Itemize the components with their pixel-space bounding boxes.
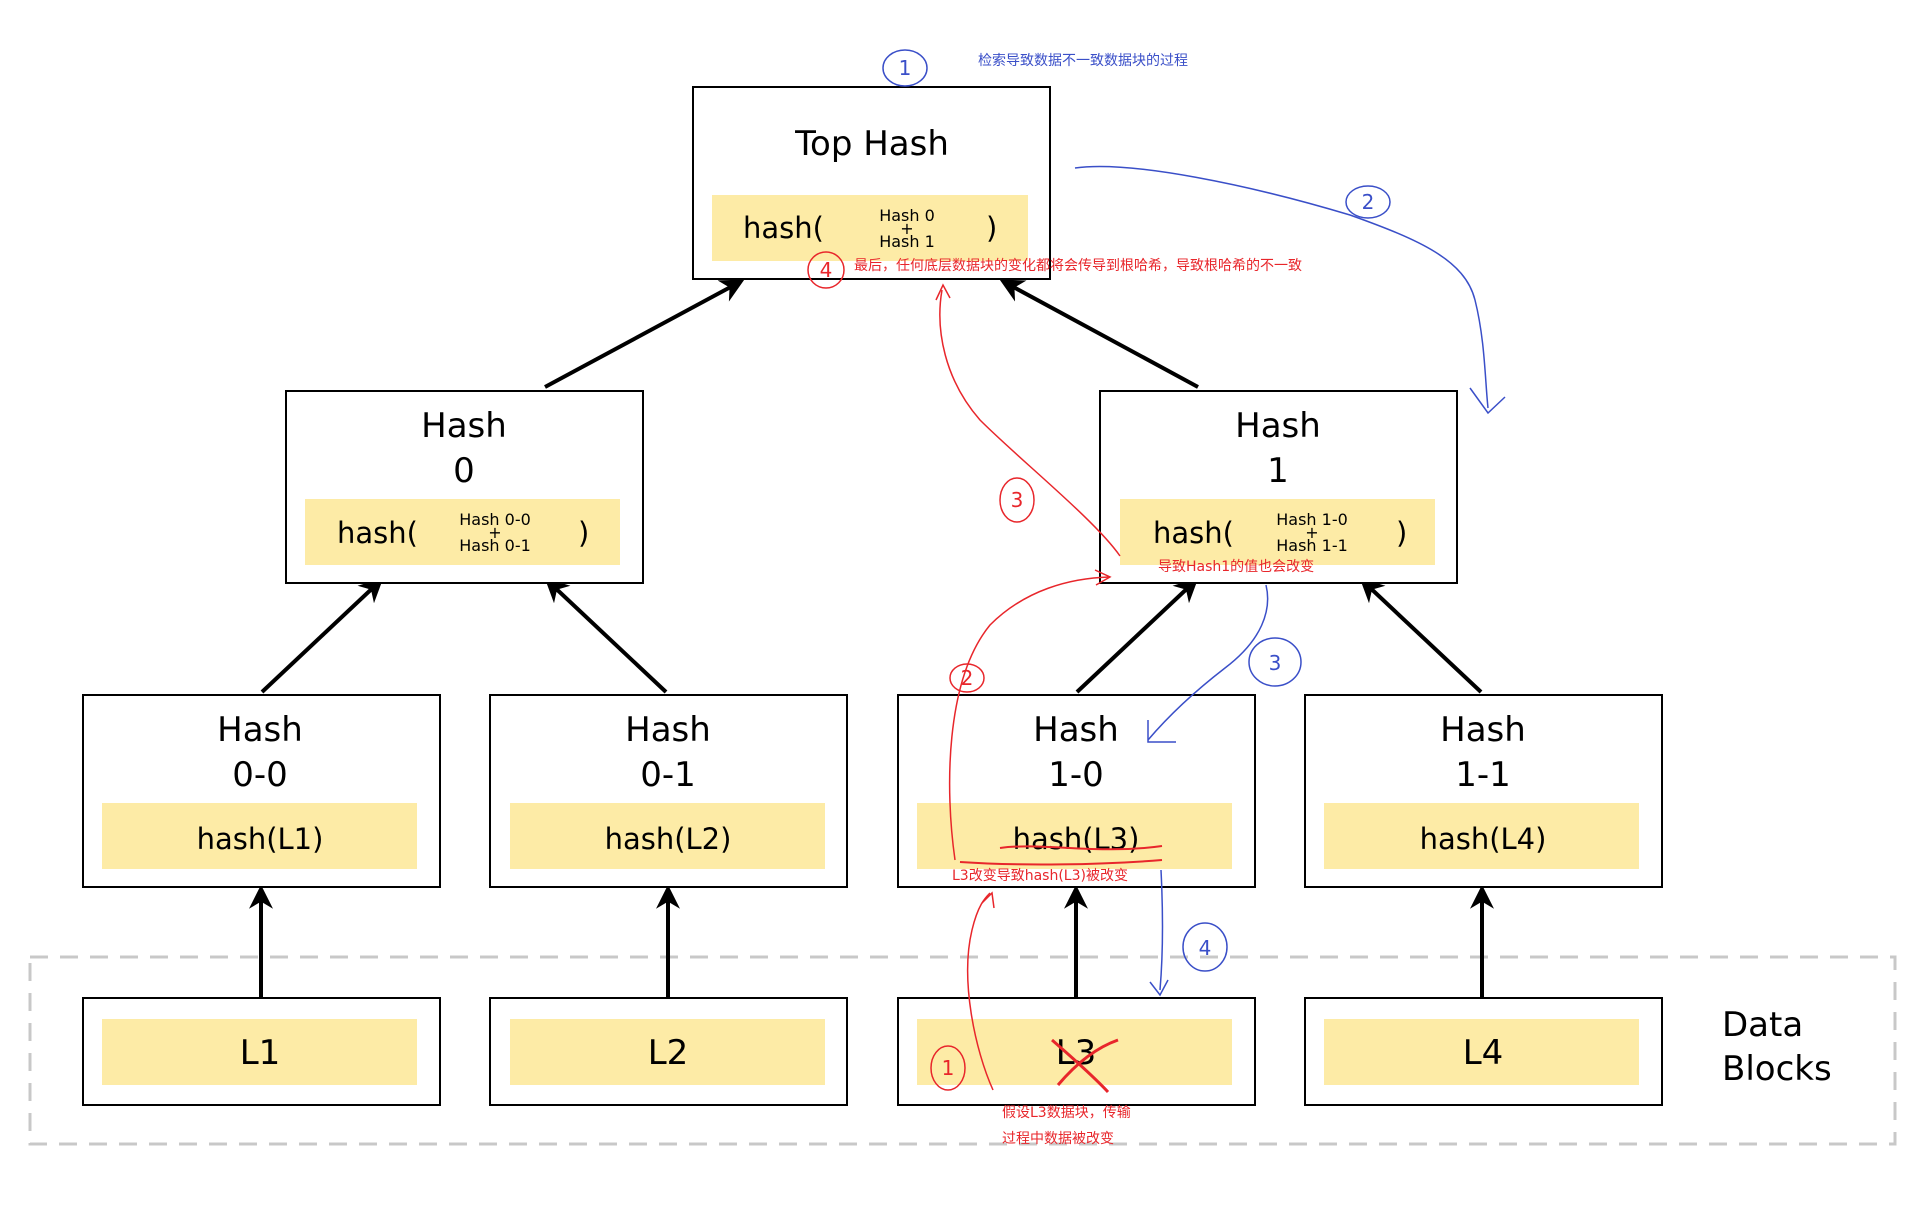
node-h0-plus: + xyxy=(488,523,501,542)
leaf-l4-label: L4 xyxy=(1463,1033,1504,1073)
svg-text:1: 1 xyxy=(942,1056,955,1080)
leaf-l1: L1 xyxy=(82,997,441,1106)
node-h00-hash-box xyxy=(102,803,417,869)
tree-edges xyxy=(249,279,1494,997)
red-annotation-final: 最后，任何底层数据块的变化都将会传导到根哈希，导致根哈希的不一致 xyxy=(854,258,1302,274)
node-h1-hash-close: ) xyxy=(1396,516,1407,550)
leaf-l2: L2 xyxy=(489,997,848,1106)
node-h0-line2: Hash 0-1 xyxy=(459,536,531,555)
svg-text:1: 1 xyxy=(899,56,912,80)
node-h00-title2: 0-0 xyxy=(232,755,288,795)
red-marker-3: 3 xyxy=(999,477,1035,523)
svg-text:3: 3 xyxy=(1269,651,1282,675)
node-h11-title2: 1-1 xyxy=(1455,755,1511,795)
node-h1-line1: Hash 1-0 xyxy=(1276,510,1348,529)
node-top-line2: Hash 1 xyxy=(879,232,935,251)
red-marker-4: 4 xyxy=(807,251,845,289)
blue-retrieval-path xyxy=(1074,165,1506,997)
blue-annotation-title: 检索导致数据不一致数据块的过程 xyxy=(978,52,1188,69)
node-hash-0-0: Hash 0-0 hash(L1) xyxy=(82,694,441,888)
leaf-l4: L4 xyxy=(1304,997,1663,1106)
node-h01-hash: hash(L2) xyxy=(605,822,732,856)
svg-text:2: 2 xyxy=(1362,190,1375,214)
red-annotation-assume-1: 假设L3数据块，传输 xyxy=(1002,1105,1131,1121)
node-h11-hash: hash(L4) xyxy=(1420,822,1547,856)
node-h0-hash-close: ) xyxy=(578,516,589,550)
node-h1-hash-box xyxy=(1120,499,1435,565)
node-h01-title1: Hash xyxy=(625,710,711,750)
edge-h1-to-top xyxy=(999,279,1199,389)
node-top-hash: Top Hash hash( Hash 0 + Hash 1 ) xyxy=(692,86,1051,280)
node-h00-hash: hash(L1) xyxy=(197,822,324,856)
blue-marker-4: 4 xyxy=(1182,922,1228,972)
hash-l3-underline xyxy=(999,845,1163,851)
svg-text:4: 4 xyxy=(820,258,833,282)
svg-text:4: 4 xyxy=(1199,936,1212,960)
data-blocks-label-line2: Blocks xyxy=(1722,1049,1832,1089)
node-top-plus: + xyxy=(900,219,913,238)
node-hash-0: Hash 0 hash( Hash 0-0 + Hash 0-1 ) xyxy=(285,390,644,584)
node-hash-1-1: Hash 1-1 hash(L4) xyxy=(1304,694,1663,888)
node-h10-title1: Hash xyxy=(1033,710,1119,750)
leaf-l3: L3 xyxy=(897,997,1256,1106)
edge-h10-to-h1 xyxy=(1075,578,1199,694)
node-h11-title1: Hash xyxy=(1440,710,1526,750)
node-h1-title1: Hash xyxy=(1235,406,1321,446)
node-h10-title2: 1-0 xyxy=(1048,755,1104,795)
node-hash-1: Hash 1 hash( Hash 1-0 + Hash 1-1 ) xyxy=(1099,390,1458,584)
node-h1-line2: Hash 1-1 xyxy=(1276,536,1348,555)
red-annotation-hash1: 导致Hash1的值也会改变 xyxy=(1158,559,1314,575)
red-annotation-assume-2: 过程中数据被改变 xyxy=(1002,1131,1114,1147)
leaf-l2-label: L2 xyxy=(648,1033,689,1073)
node-top-hash-box xyxy=(712,195,1028,261)
edge-h00-to-h0 xyxy=(260,578,384,694)
svg-text:3: 3 xyxy=(1011,488,1024,512)
node-h0-hash-box xyxy=(305,499,620,565)
blue-marker-1: 1 xyxy=(882,49,928,87)
leaf-l1-label: L1 xyxy=(240,1033,281,1073)
node-h0-title2: 0 xyxy=(453,451,475,491)
node-h11-hash-box xyxy=(1324,803,1639,869)
blue-marker-2: 2 xyxy=(1345,185,1391,219)
hash-l3-underline-2 xyxy=(959,859,1163,866)
node-h01-hash-box xyxy=(510,803,825,869)
node-h0-title1: Hash xyxy=(421,406,507,446)
red-propagation-path xyxy=(935,283,1121,1091)
node-h10-hash: hash(L3) xyxy=(1013,822,1140,856)
node-top-hash-open: hash( xyxy=(743,211,824,245)
edge-h0-to-top xyxy=(544,279,745,389)
data-blocks-region xyxy=(28,955,1897,1146)
edge-h11-to-h1 xyxy=(1359,578,1483,694)
red-marker-1: 1 xyxy=(930,1045,966,1091)
l3-cross-mark xyxy=(1051,1038,1119,1094)
node-h0-line1: Hash 0-0 xyxy=(459,510,531,529)
node-h00-title1: Hash xyxy=(217,710,303,750)
svg-text:2: 2 xyxy=(961,666,974,690)
node-top-title: Top Hash xyxy=(794,124,949,164)
data-blocks-label-line1: Data xyxy=(1722,1005,1803,1045)
node-hash-1-0: Hash 1-0 hash(L3) xyxy=(897,694,1256,888)
node-top-hash-close: ) xyxy=(986,211,997,245)
blue-marker-3: 3 xyxy=(1248,637,1302,687)
node-h10-hash-box xyxy=(917,803,1232,869)
node-h0-hash-open: hash( xyxy=(337,516,418,550)
node-h1-plus: + xyxy=(1305,523,1318,542)
edge-h01-to-h0 xyxy=(544,578,668,694)
node-h1-hash-open: hash( xyxy=(1153,516,1234,550)
red-marker-2: 2 xyxy=(949,663,985,693)
node-h1-title2: 1 xyxy=(1267,451,1289,491)
node-h01-title2: 0-1 xyxy=(640,755,696,795)
node-top-line1: Hash 0 xyxy=(879,206,935,225)
red-annotation-l3hash: L3改变导致hash(L3)被改变 xyxy=(952,868,1128,884)
node-hash-0-1: Hash 0-1 hash(L2) xyxy=(489,694,848,888)
